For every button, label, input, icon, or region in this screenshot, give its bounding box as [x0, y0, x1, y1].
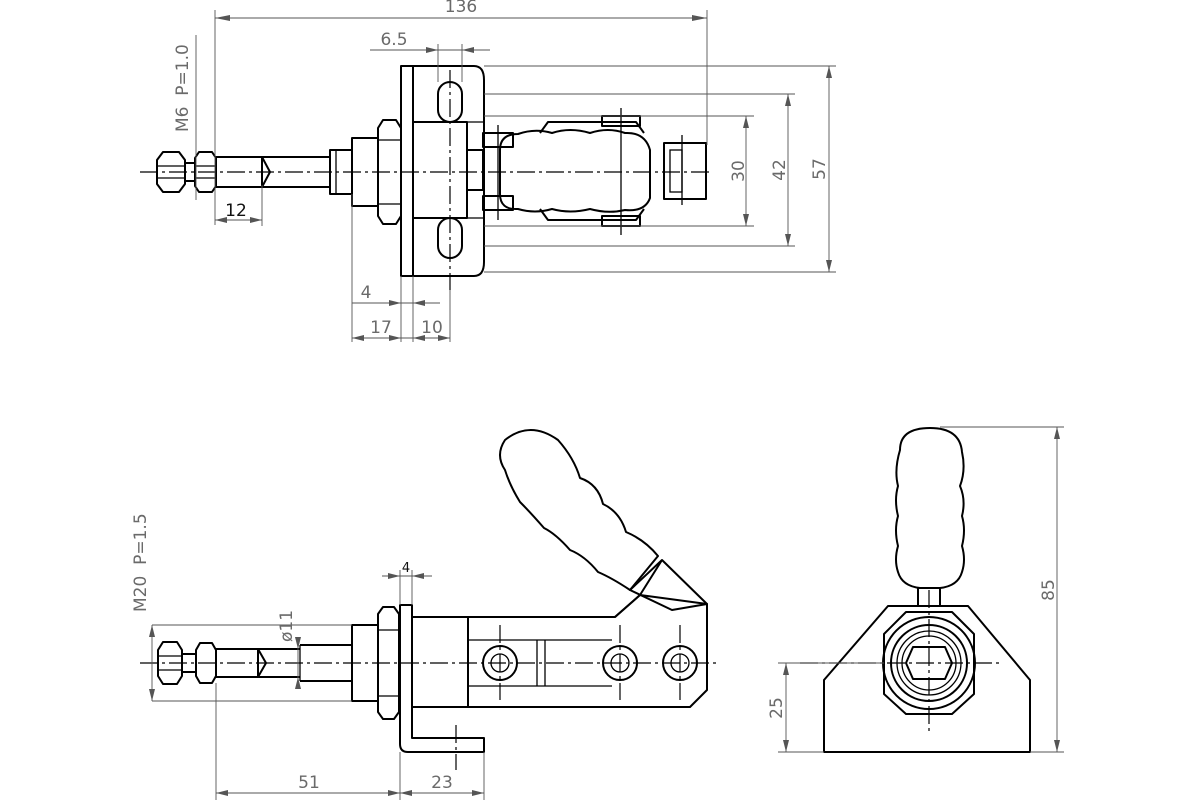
top-tip-nut [156, 151, 186, 193]
end-view [800, 427, 1031, 753]
dim-rod-diameter: ø11 [277, 610, 297, 642]
dim-overall-length: 136 [445, 0, 477, 17]
side-handle-grip [499, 429, 659, 591]
dim-height-42: 42 [770, 159, 790, 181]
end-inner-hex [905, 646, 953, 680]
dim-thread-spec-m6: M6 P=1.0 [173, 44, 193, 132]
dim-height-30: 30 [729, 160, 749, 182]
side-view [140, 429, 720, 770]
dim-overall-height-85: 85 [1039, 579, 1059, 601]
dim-thread-spec-m20: M20 P=1.5 [131, 513, 151, 612]
top-body-block [412, 121, 468, 219]
end-view-dimensions: 85 25 [767, 426, 1064, 753]
top-mounting-plate [400, 65, 414, 277]
dim-axis-height-25: 25 [767, 697, 787, 719]
side-tip-nut [157, 641, 183, 685]
dim-plate-thickness: 4 [402, 561, 410, 576]
end-handle-grip [895, 427, 965, 589]
dim-51: 51 [298, 773, 320, 793]
side-handle-ferrule [629, 559, 708, 611]
side-l-bracket [399, 604, 485, 753]
dim-17-top: 17 [370, 318, 392, 338]
dim-slot-width: 6.5 [380, 30, 407, 50]
dim-thread-length: 12 [225, 201, 247, 221]
dim-4-top: 4 [361, 283, 372, 303]
end-hex-nut [883, 611, 975, 715]
top-view [140, 65, 710, 290]
side-body [411, 616, 469, 708]
dim-10-top: 10 [421, 318, 443, 338]
dim-23: 23 [431, 773, 453, 793]
top-handle-grip [499, 129, 651, 213]
top-end-cap [663, 142, 707, 200]
side-view-dimensions: M20 P=1.5 ø11 4 51 23 [131, 513, 485, 800]
top-view-dimensions: 136 6.5 M6 P=1.0 12 4 17 10 [173, 0, 836, 342]
dim-height-57: 57 [810, 158, 830, 180]
